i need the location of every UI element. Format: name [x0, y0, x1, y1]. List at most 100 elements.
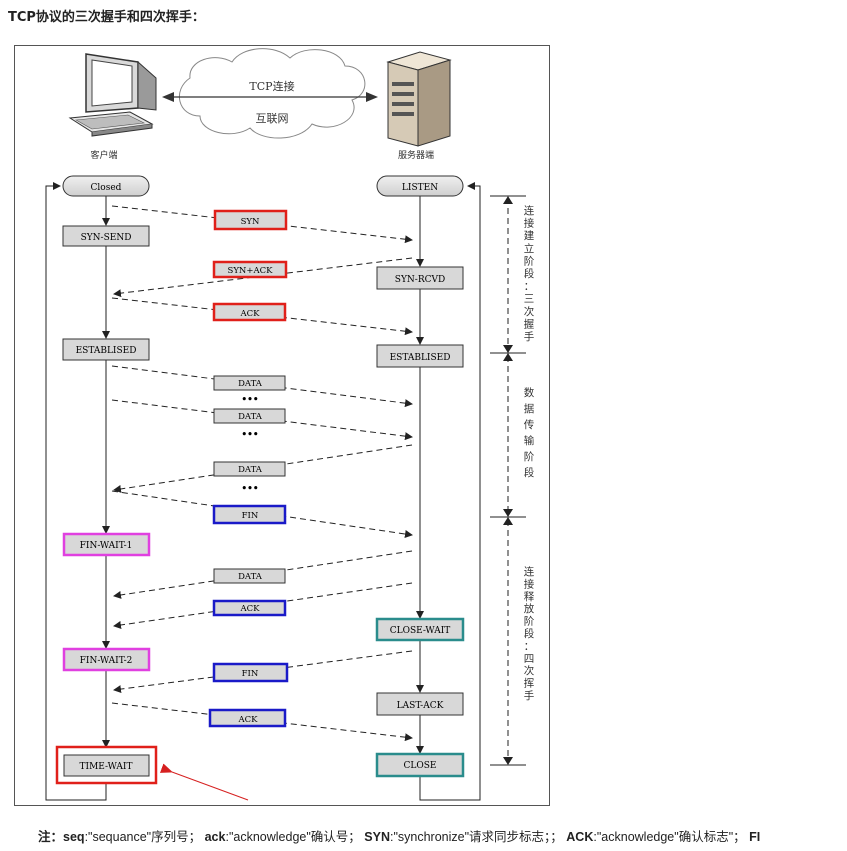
footnote-ackf-desc: :"acknowledge"确认标志"； [593, 830, 746, 844]
msg-data3-box [213, 461, 286, 477]
msg-ack2-label: ACK [240, 604, 261, 614]
phase-transfer-char-4: 阶 [524, 450, 535, 463]
msg-data2-label: DATA [238, 412, 263, 422]
footnote-ack-key: ack [204, 830, 226, 844]
msg-data2-box [213, 408, 286, 424]
server-syn-rcvd-label: SYN-RCVD [395, 275, 445, 285]
msg-data4-label: DATA [238, 572, 263, 582]
server-syn-rcvd-box [376, 266, 464, 290]
footnote-ackf-key: ACK [566, 830, 594, 844]
phase-establish-char-2: 建 [524, 229, 535, 242]
msg-ellipsis-2: ••• [241, 430, 258, 440]
msg-syn-box [213, 209, 288, 231]
phase-release-char-4: 阶 [524, 615, 535, 628]
phase-release-char-1: 接 [524, 577, 535, 590]
phase-release-char-9: 挥 [524, 677, 535, 690]
footnote-syn-desc: :"synchronize"请求同步标志；； [389, 830, 563, 844]
client-time-wait-outline [55, 745, 158, 785]
phase-release-char-2: 释 [524, 590, 535, 603]
phase-transfer-char-0: 数 [524, 386, 535, 399]
msg-fin2-box [212, 662, 289, 683]
client-syn-send-box [62, 225, 150, 247]
server-established-box [376, 344, 464, 368]
phase-establish-char-5: 段 [524, 267, 535, 280]
timelines [45, 182, 481, 801]
phase-release-char-10: 手 [524, 689, 535, 702]
client-closed-box [62, 175, 150, 197]
msg-fin2-label: FIN [242, 669, 259, 679]
client-time-wait-box [63, 754, 150, 777]
phase-release-char-3: 放 [524, 602, 535, 615]
msg-data1-label: DATA [238, 379, 263, 389]
client-label: 客户端 [90, 149, 117, 161]
server-last-ack-label: LAST-ACK [397, 701, 444, 711]
footnote-seq-desc: :"sequance"序列号； [84, 830, 202, 844]
client-syn-send-label: SYN-SEND [81, 233, 132, 243]
server-listen-label: LISTEN [402, 183, 438, 193]
phase-establish-char-7: 三 [524, 293, 535, 305]
msg-ack3-box [208, 708, 287, 728]
phase-release-char-0: 连 [524, 565, 535, 578]
msg-syn-label: SYN [241, 217, 260, 227]
client-established-label: ESTABLISED [76, 346, 137, 356]
phase-establish-char-3: 立 [524, 242, 535, 255]
server-close-wait-label: CLOSE-WAIT [390, 626, 451, 636]
phase-establish-char-10: 手 [524, 330, 535, 343]
phase-establish-char-6: ： [524, 281, 535, 293]
msg-syn-ack-label: SYN+ACK [228, 266, 274, 276]
server-close-box [375, 752, 465, 778]
server-close-wait-box [375, 617, 465, 642]
msg-fin1-label: FIN [242, 511, 259, 521]
phase-establish-char-8: 次 [524, 305, 535, 318]
phase-establish-char-9: 握 [524, 317, 535, 330]
phase-transfer-char-3: 输 [524, 434, 535, 447]
phase-brackets [490, 195, 526, 766]
footnote-prefix: 注： [38, 830, 64, 844]
client-established-box [62, 338, 150, 361]
msg-syn-ack-box [212, 260, 288, 279]
internet-cloud [179, 48, 366, 139]
client-fin-wait-1-label: FIN-WAIT-1 [80, 541, 133, 551]
msg-fin1-box [212, 504, 287, 525]
phase-transfer-char-5: 段 [524, 466, 535, 479]
server-label: 服务器端 [398, 149, 434, 161]
msg-ack2-box [212, 599, 287, 617]
server-last-ack-box [376, 692, 464, 716]
msg-data1-box [213, 375, 286, 391]
footnote-syn-key: SYN [364, 830, 390, 844]
phase-transfer-char-2: 传 [524, 419, 535, 431]
msg-ack1-label: ACK [240, 309, 261, 319]
phase-establish-char-1: 接 [524, 217, 535, 230]
msg-ellipsis-3: ••• [241, 484, 258, 494]
client-fin-wait-1-box [62, 532, 151, 557]
msg-ellipsis-1: ••• [241, 395, 258, 405]
footnote-seq-key: seq [63, 830, 85, 844]
time-wait-pointer-arrow [159, 763, 249, 801]
server-established-label: ESTABLISED [390, 353, 451, 363]
server-listen-box [376, 175, 464, 197]
msg-data3-label: DATA [238, 465, 263, 475]
phase-transfer-char-1: 据 [524, 402, 535, 415]
phase-establish-char-4: 阶 [524, 254, 535, 267]
server-icon [386, 51, 452, 147]
page-heading: TCP协议的三次握手和四次挥手： [8, 10, 205, 25]
footnote: 注：seq:"sequance"序列号； ack:"acknowledge"确认… [38, 826, 760, 845]
phase-release-char-7: 四 [524, 653, 535, 665]
phase-release-char-8: 次 [524, 664, 535, 677]
cloud-top-label: TCP连接 [249, 80, 294, 93]
client-closed-label: Closed [91, 183, 122, 193]
client-computer-icon [68, 53, 157, 137]
phase-release-char-6: ： [524, 640, 535, 652]
server-close-label: CLOSE [404, 761, 437, 771]
msg-data4-box [213, 568, 286, 584]
client-fin-wait-2-label: FIN-WAIT-2 [80, 656, 133, 666]
footnote-ack-desc: :"acknowledge"确认号； [225, 830, 361, 844]
phase-release-char-5: 段 [524, 627, 535, 640]
footnote-fin-key: FI [749, 830, 761, 844]
client-time-wait-label: TIME-WAIT [80, 762, 133, 772]
client-fin-wait-2-box [62, 647, 151, 672]
